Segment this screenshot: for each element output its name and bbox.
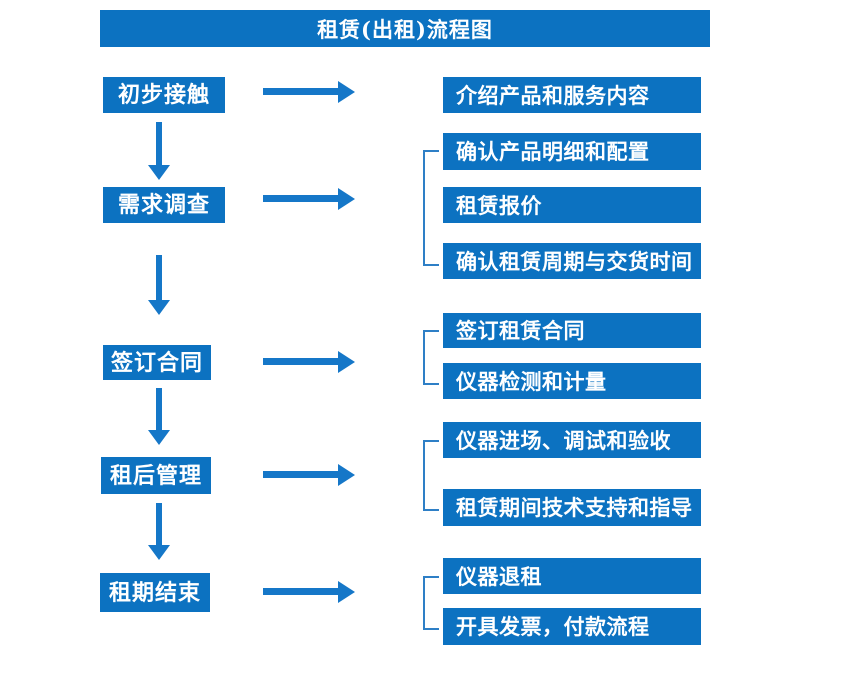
right-arrow-demand-survey	[263, 188, 355, 210]
detail-box-sign-rental-contract: 签订租赁合同	[443, 313, 701, 348]
arrow-shaft	[263, 471, 339, 478]
group-bracket-demand-survey	[423, 150, 439, 266]
arrow-shaft	[156, 503, 162, 546]
right-arrow-rental-period-end	[263, 581, 355, 603]
down-arrow-4	[148, 503, 170, 560]
detail-box-instrument-return: 仪器退租	[443, 558, 701, 594]
step-box-initial-contact: 初步接触	[103, 77, 225, 113]
arrow-shaft	[156, 255, 162, 301]
arrow-shaft	[263, 88, 339, 95]
arrow-head-icon	[338, 581, 355, 603]
group-bracket-contract-signing	[423, 330, 439, 385]
down-arrow-3	[148, 388, 170, 445]
detail-box-intro-products-services: 介绍产品和服务内容	[443, 77, 701, 113]
page-title: 租赁(出租)流程图	[317, 16, 493, 42]
group-bracket-rental-period-end	[423, 576, 439, 630]
down-arrow-2	[148, 255, 170, 315]
detail-box-rental-quote: 租赁报价	[443, 187, 701, 223]
detail-box-invoice-payment: 开具发票，付款流程	[443, 608, 701, 645]
arrow-head-icon	[338, 188, 355, 210]
detail-box-instrument-testing-metering: 仪器检测和计量	[443, 363, 701, 399]
group-bracket-post-rental-management	[423, 440, 439, 511]
arrow-head-icon	[148, 545, 170, 560]
right-arrow-initial-contact	[263, 81, 355, 103]
arrow-shaft	[156, 388, 162, 431]
arrow-shaft	[263, 358, 339, 365]
arrow-head-icon	[148, 165, 170, 180]
arrow-head-icon	[148, 430, 170, 445]
arrow-head-icon	[338, 351, 355, 373]
arrow-shaft	[156, 122, 162, 166]
right-arrow-post-rental-management	[263, 464, 355, 486]
detail-box-confirm-rental-period-delivery: 确认租赁周期与交货时间	[443, 243, 701, 279]
detail-box-confirm-product-details: 确认产品明细和配置	[443, 133, 701, 170]
right-arrow-contract-signing	[263, 351, 355, 373]
arrow-head-icon	[338, 464, 355, 486]
arrow-shaft	[263, 588, 339, 595]
step-box-contract-signing: 签订合同	[103, 345, 211, 380]
arrow-head-icon	[148, 300, 170, 315]
step-box-demand-survey: 需求调查	[103, 187, 225, 223]
step-box-post-rental-management: 租后管理	[101, 457, 211, 494]
step-box-rental-period-end: 租期结束	[100, 573, 210, 612]
arrow-shaft	[263, 195, 339, 202]
detail-box-tech-support-guidance: 租赁期间技术支持和指导	[443, 489, 701, 526]
arrow-head-icon	[338, 81, 355, 103]
title-banner: 租赁(出租)流程图	[100, 10, 710, 47]
down-arrow-1	[148, 122, 170, 180]
detail-box-instrument-setup-acceptance: 仪器进场、调试和验收	[443, 422, 701, 458]
